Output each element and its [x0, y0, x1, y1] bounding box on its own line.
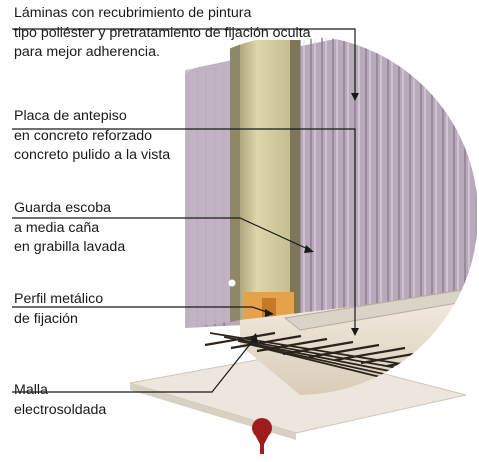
- wall-left-panel: [185, 62, 230, 328]
- callout-line: a media caña: [14, 219, 100, 236]
- callout-line: para mejor adherencia.: [14, 44, 160, 60]
- callout-line: Perfil metálico: [14, 291, 104, 307]
- leader-lines: [12, 28, 356, 393]
- callout-line: tipo poliéster y pretratamiento de fijac…: [14, 24, 311, 41]
- leader-arrows: [249, 93, 359, 343]
- callout-paint-coating: Láminas con recubrimiento de pintura tip…: [14, 4, 311, 63]
- callout-line: concreto pulido a la vista: [14, 147, 171, 163]
- callout-line: en grabilla lavada: [14, 239, 126, 255]
- location-pin-icon: [252, 418, 272, 454]
- fastener-dot: [228, 279, 236, 287]
- callout-line: electrosoldada: [14, 401, 107, 418]
- callout-line: Láminas con recubrimiento de pintura: [14, 5, 252, 21]
- callout-line: de fijación: [14, 310, 78, 327]
- callout-floor-slab: Placa de antepiso en concreto reforzado …: [14, 107, 170, 166]
- stud-column: [230, 40, 300, 322]
- callout-metal-profile: Perfil metálico de fijación: [14, 290, 103, 329]
- callout-line: Guarda escoba: [14, 200, 112, 216]
- callout-welded-mesh: Malla electrosoldada: [14, 381, 106, 420]
- callout-line: Malla: [14, 382, 48, 398]
- callout-baseboard: Guarda escoba a media caña en grabilla l…: [14, 199, 125, 258]
- callout-line: Placa de antepiso: [14, 108, 127, 124]
- callout-line: en concreto reforzado: [14, 127, 153, 144]
